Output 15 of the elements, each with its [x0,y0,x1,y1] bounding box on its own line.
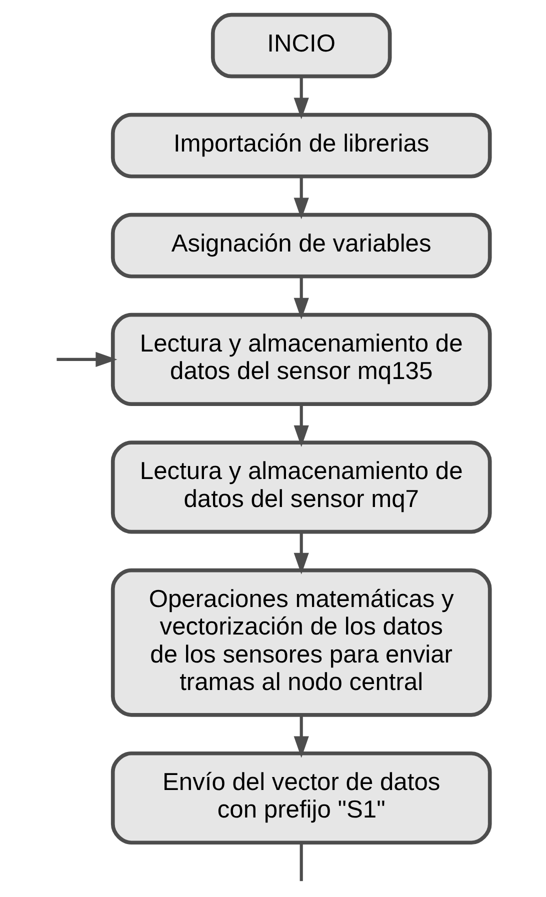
node-box: Importación de librerias [110,112,492,178]
node-box: Asignación de variables [110,212,492,278]
arrow [294,76,309,120]
node-box: Lectura y almacenamiento de datos del sensor mq7 [110,440,492,534]
arrow [294,276,309,320]
connector [300,842,303,882]
arrow [294,176,309,220]
node-box: Operaciones matemáticas y vectorización de los datos de los sensores para enviar tramas al nodo central [110,568,492,717]
arrow [294,714,309,758]
arrow [294,532,309,574]
arrow [294,404,309,447]
node-box: Envío del vector de datos con prefijo "S1" [110,751,492,845]
arrow [56,352,118,368]
node-box: Lectura y almacenamiento de datos del sensor mq135 [110,312,492,406]
node-box: INCIO [210,12,392,78]
